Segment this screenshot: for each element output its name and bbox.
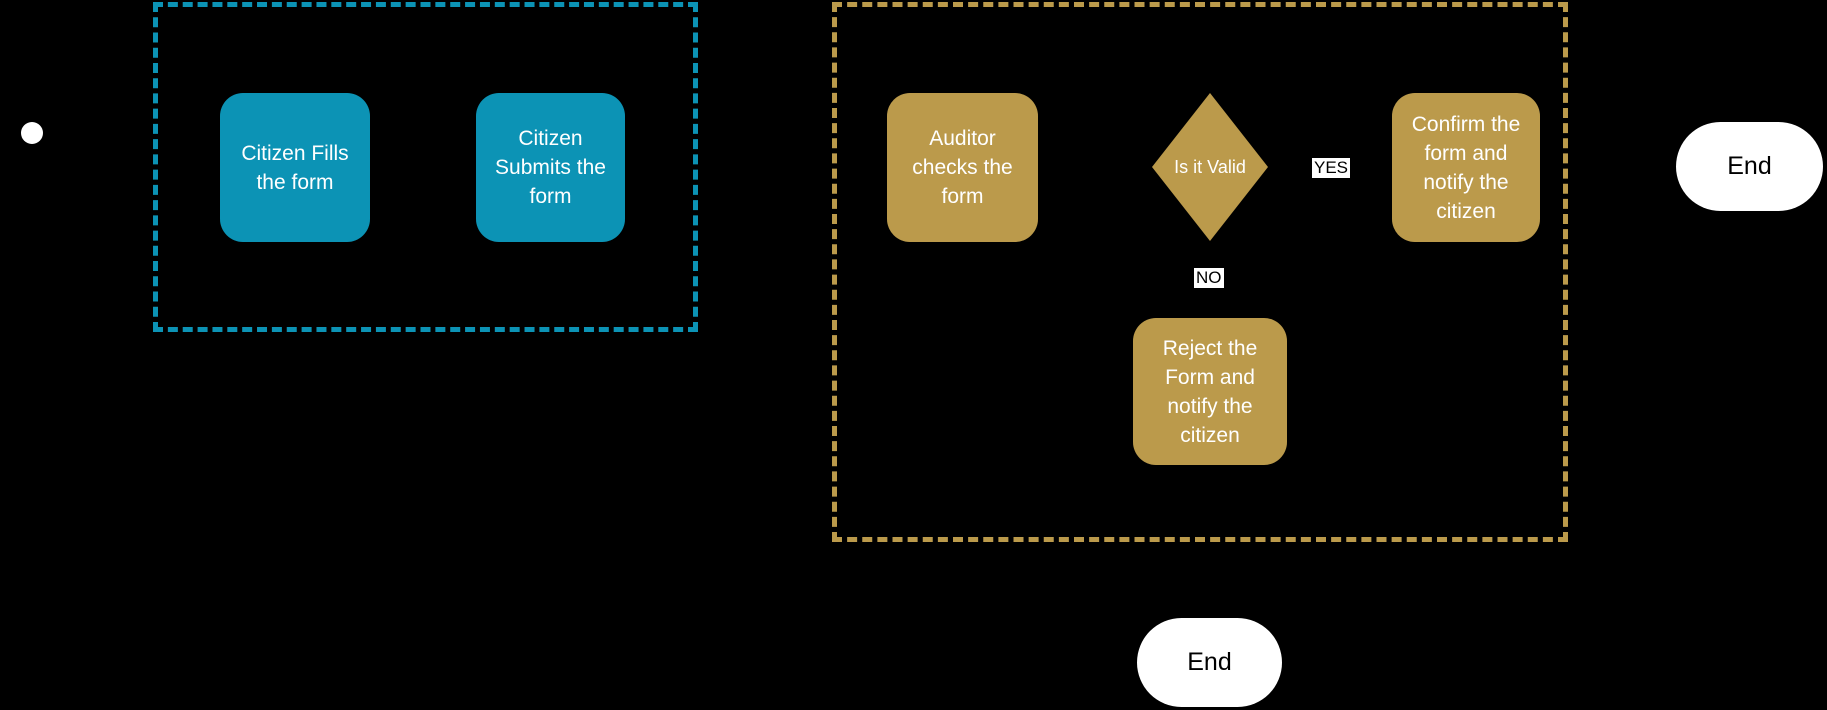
citizen-cluster [153,2,698,332]
node-confirm: Confirm the form and notify the citizen [1392,93,1540,242]
end-node-bottom-label: End [1187,648,1232,676]
edge-label-no: NO [1194,268,1224,288]
node-confirm-label: Confirm the form and notify the citizen [1411,112,1521,223]
node-citizen-submits: Citizen Submits the form [476,93,625,242]
node-auditor-checks-label: Auditor checks the form [912,127,1013,208]
end-node-right-label: End [1727,152,1772,180]
end-node-right: End [1676,122,1823,211]
node-citizen-fills: Citizen Fills the form [220,93,370,242]
node-reject-label: Reject the Form and notify the citizen [1162,336,1258,447]
start-node [21,122,43,144]
node-reject: Reject the Form and notify the citizen [1133,318,1287,465]
end-node-bottom: End [1137,618,1282,707]
node-auditor-checks: Auditor checks the form [887,93,1038,242]
decision-diamond-label: Is it Valid [1174,156,1246,177]
node-citizen-fills-label: Citizen Fills the form [241,141,349,194]
node-citizen-submits-label: Citizen Submits the form [495,127,606,208]
auditor-cluster [832,2,1568,542]
edge-label-yes: YES [1312,158,1351,178]
